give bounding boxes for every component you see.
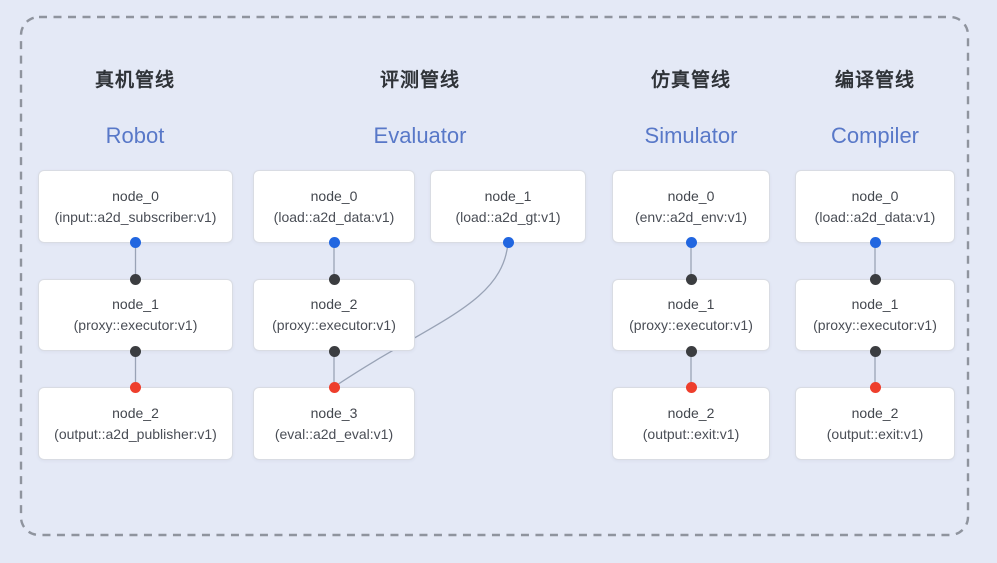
simulator-pipeline-title-cn: 仿真管线 [650,70,731,91]
node-impl: (load::a2d_data:v1) [814,208,936,225]
simulator-node-1-output-port-icon [685,345,697,357]
node-name: node_0 [112,187,159,204]
compiler-node-2-input-port-icon [869,382,881,393]
node-impl: (output::exit:v1) [642,425,740,442]
compiler-node-1-input-port-icon [869,274,881,285]
simulator-node-0-box: node_0 (env::a2d_env:v1) [612,170,770,243]
node-impl: (output::exit:v1) [826,425,924,442]
simulator-node-1-input-port-icon [685,274,697,285]
node-name: node_1 [484,187,532,204]
evaluator-node-0-box: node_0 (load::a2d_data:v1) [253,170,415,243]
compiler-node-2-box: node_2 (output::exit:v1) [795,387,955,460]
evaluator-node-1-box: node_1 (load::a2d_gt:v1) [430,170,586,243]
evaluator-node-1-output-port-icon [502,237,514,248]
robot-node-2-input-port-icon [130,382,141,393]
node-impl: (proxy::executor:v1) [629,317,753,333]
robot-node-1-output-port-icon [130,345,141,357]
simulator-node-0-output-port-icon [685,237,697,248]
node-name: node_1 [667,296,715,312]
compiler-node-0-box: node_0 (load::a2d_data:v1) [795,170,955,243]
evaluator-node-2-box: node_2 (proxy::executor:v1) [253,279,415,351]
node-name: node_0 [667,187,715,204]
compiler-node-1-box: node_1 (proxy::executor:v1) [795,279,955,351]
robot-node-0-output-port-icon [130,237,141,248]
node-impl: (load::a2d_data:v1) [273,208,395,225]
robot-node-2-box: node_2 (output::a2d_publisher:v1) [38,387,233,460]
compiler-node-0-output-port-icon [869,237,881,248]
robot-pipeline-title-cn: 真机管线 [94,70,175,91]
node-name: node_0 [851,187,899,204]
node-impl: (env::a2d_env:v1) [634,208,748,225]
node-name: node_2 [112,404,159,421]
node-name: node_2 [851,404,899,421]
evaluator-node-2-output-port-icon [328,345,340,357]
robot-node-0-box: node_0 (input::a2d_subscriber:v1) [38,170,233,243]
simulator-node-1-box: node_1 (proxy::executor:v1) [612,279,770,351]
evaluator-node-2-input-port-icon [328,274,340,285]
evaluator-pipeline-title-en: Evaluator [373,123,467,148]
simulator-node-2-box: node_2 (output::exit:v1) [612,387,770,460]
node-impl: (output::a2d_publisher:v1) [54,425,217,442]
simulator-node-2-input-port-icon [685,382,697,393]
robot-pipeline-title-en: Robot [105,123,165,148]
node-name: node_1 [851,296,899,312]
node-name: node_2 [667,404,715,421]
node-name: node_0 [310,187,358,204]
compiler-node-1-output-port-icon [869,345,881,357]
robot-node-1-input-port-icon [130,274,141,285]
node-impl: (proxy::executor:v1) [813,317,937,333]
node-impl: (proxy::executor:v1) [73,317,198,333]
node-impl: (input::a2d_subscriber:v1) [54,208,217,225]
node-impl: (proxy::executor:v1) [272,317,396,333]
evaluator-pipeline-title-cn: 评测管线 [379,70,460,91]
node-name: node_2 [310,296,358,312]
evaluator-node-3-input-port-icon [328,382,340,393]
compiler-pipeline-title-cn: 编译管线 [834,70,915,91]
node-impl: (load::a2d_gt:v1) [455,208,561,225]
compiler-pipeline-title-en: Compiler [830,123,920,148]
node-name: node_3 [310,404,358,421]
edge-evaluator-node1-node3-curve [333,242,509,388]
dashed-boundary [19,15,970,537]
node-impl: (eval::a2d_eval:v1) [274,425,394,442]
robot-node-1-box: node_1 (proxy::executor:v1) [38,279,233,351]
simulator-pipeline-title-en: Simulator [644,123,738,148]
evaluator-node-3-box: node_3 (eval::a2d_eval:v1) [253,387,415,460]
evaluator-node-0-output-port-icon [328,237,340,248]
node-name: node_1 [112,296,159,312]
